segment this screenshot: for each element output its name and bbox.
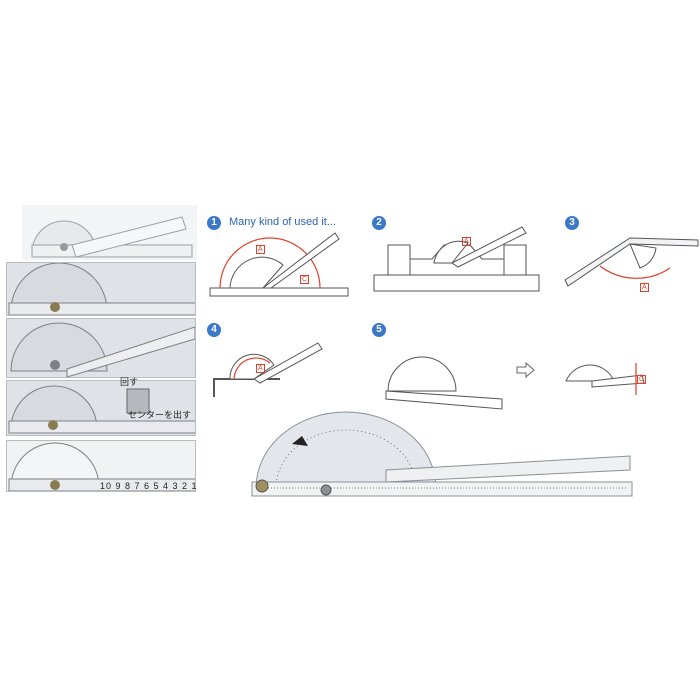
angle-mark-a-1: A <box>256 245 265 254</box>
protractor-photo-5 <box>8 442 195 491</box>
angle-mark-a-2: A <box>462 237 471 246</box>
step-1-caption: Many kind of used it... <box>229 216 336 228</box>
diagram-1-illustration <box>209 232 349 297</box>
product-photo-2 <box>6 262 196 316</box>
rotate-label: 回す <box>120 377 139 387</box>
angle-mark-c-5: C <box>637 375 647 384</box>
step-badge-4: 4 <box>207 323 221 337</box>
angle-mark-a-4: A <box>256 364 265 373</box>
diagram-3-illustration <box>564 237 699 287</box>
angle-mark-c-1: C <box>300 275 310 284</box>
product-photo-3 <box>6 318 196 378</box>
protractor-photo-2 <box>8 263 195 315</box>
arrow-right-icon <box>516 362 535 378</box>
diagram-2-illustration <box>373 226 540 292</box>
product-photo-4 <box>6 380 196 436</box>
center-label: センターを出す <box>128 410 192 420</box>
step-badge-1: 1 <box>207 216 221 230</box>
step-badge-5: 5 <box>372 323 386 337</box>
diagram-4-illustration <box>213 342 323 397</box>
scale-ticks-label: 10 9 8 7 6 5 4 3 2 1 <box>100 481 198 491</box>
protractor-photo-4 <box>8 385 195 434</box>
protractor-folding-illustration <box>31 216 193 258</box>
diagram-5b-illustration <box>565 363 645 395</box>
diagram-5-illustration <box>385 356 503 410</box>
large-protractor-illustration <box>251 411 633 497</box>
protractor-photo-3 <box>10 322 195 377</box>
angle-mark-a-3: A <box>640 283 649 292</box>
product-photo-1 <box>22 205 197 260</box>
product-photo-5 <box>6 440 196 492</box>
step-badge-3: 3 <box>565 216 579 230</box>
step-badge-2: 2 <box>372 216 386 230</box>
